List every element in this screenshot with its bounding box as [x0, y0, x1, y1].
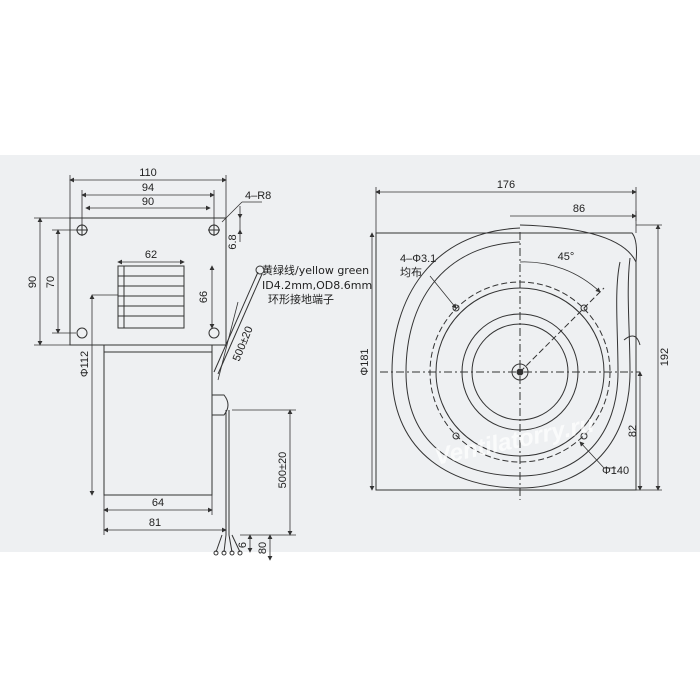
ground-note-line2: ID4.2mm,OD8.6mm: [262, 279, 372, 292]
dim-width-holes-inner: 90: [142, 196, 154, 208]
dim-base-depth: 81: [149, 517, 161, 529]
dim-mount-holes-line1: 4–Φ3.1: [400, 253, 436, 265]
wire-ends: [213, 534, 243, 556]
dim-base-width: 64: [152, 497, 164, 509]
dim-outlet-height: 66: [198, 291, 210, 303]
front-mount-hole-2: [580, 304, 588, 312]
dim-front-height: 192: [659, 348, 671, 366]
dim-motor-diameter: Φ112: [79, 351, 91, 377]
motor-housing: [103, 344, 213, 496]
front-mount-hole-3: [452, 432, 460, 440]
ground-note-line3: 环形接地端子: [268, 293, 334, 306]
dim-width-holes-outer: 94: [142, 182, 154, 194]
side-view: [69, 217, 265, 556]
ground-lead: [213, 271, 259, 373]
housing-outline: [375, 232, 637, 491]
dim-angle: 45°: [558, 251, 575, 263]
dim-height-overall: 90: [27, 276, 39, 288]
dim-outlet-width: 62: [145, 249, 157, 261]
flange-plate: [69, 217, 227, 346]
dim-center-height: 82: [627, 425, 639, 437]
mount-hole-bottom-right: [208, 327, 220, 339]
dim-impeller-diameter: Φ140: [602, 465, 629, 477]
drawing-background: [0, 155, 700, 552]
dim-front-width: 176: [497, 179, 515, 191]
mount-hole-bottom-left: [76, 327, 88, 339]
dim-ground-lead-length: 500±20: [231, 325, 256, 363]
side-view-dimensions: [34, 175, 296, 561]
ground-note-line1: 黄绿线/yellow green: [262, 263, 369, 277]
cable-gland: [212, 394, 229, 416]
front-view-dimensions: [369, 187, 662, 491]
scroll-casing: [391, 227, 631, 489]
dim-width-overall: 110: [139, 167, 157, 179]
dim-wire-strip: 6: [237, 542, 249, 548]
dim-flange-offset: 6.8: [227, 234, 239, 249]
dim-wire-end: 80: [257, 542, 269, 554]
outlet-grille: [117, 265, 185, 329]
front-view: [375, 224, 641, 500]
dim-mount-holes-line2: 均布: [400, 266, 422, 279]
dim-scroll-diameter: Φ181: [359, 348, 371, 375]
front-mount-hole-4: [580, 432, 588, 440]
dim-corner-radius: 4–R8: [245, 190, 271, 202]
dim-center-offset: 86: [573, 203, 585, 215]
dim-cable-length: 500±20: [277, 452, 289, 489]
dim-height-holes: 70: [45, 276, 57, 288]
